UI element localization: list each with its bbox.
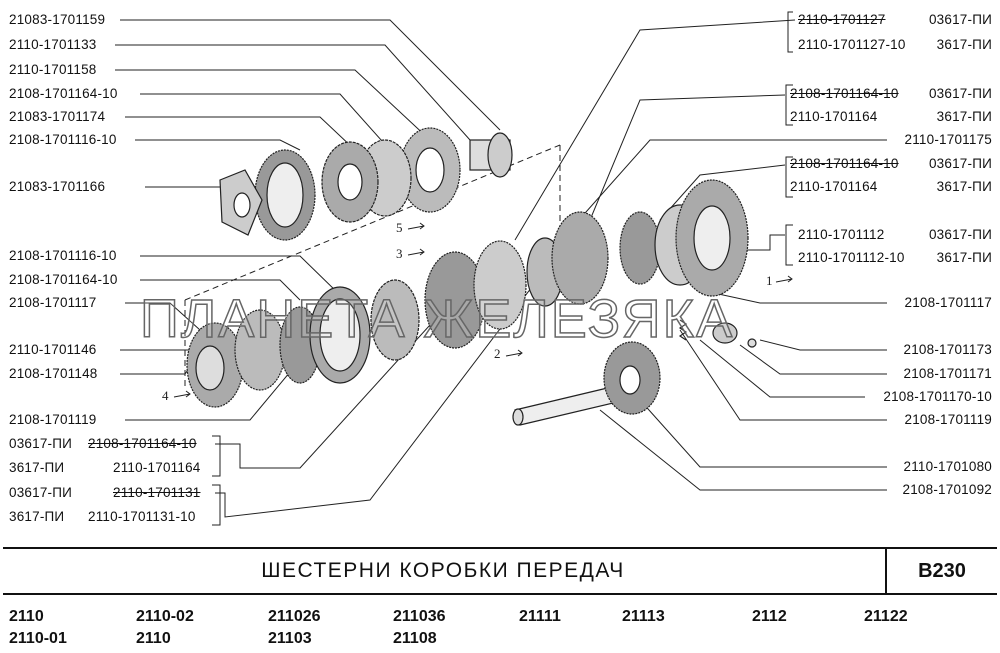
right-pair-5-part: 2108-1701164-10: [790, 156, 899, 171]
label-left-3: 2110-1701158: [9, 62, 97, 77]
label-left-12: 2108-1701148: [9, 366, 98, 381]
label-right-1: 2110-1701175: [904, 132, 992, 147]
left-pair-4-part: 2110-1701131-10: [88, 509, 196, 524]
label-left-9: 2108-1701164-10: [9, 272, 118, 287]
right-pair-8-suffix: 3617-ПИ: [936, 250, 992, 265]
right-pair-7-part: 2110-1701112: [798, 227, 885, 242]
label-right-5: 2108-1701170-10: [883, 389, 992, 404]
label-left-2: 2110-1701133: [9, 37, 97, 52]
gear-marker-3: 3: [396, 246, 403, 261]
label-left-10: 2108-1701117: [9, 295, 97, 310]
right-pair-3-part: 2108-1701164-10: [790, 86, 899, 101]
diagram-code: B230: [918, 560, 966, 582]
left-pair-2-part: 2110-1701164: [113, 460, 201, 475]
label-left-6: 2108-1701116-10: [9, 132, 117, 147]
model-r1-5: 21111: [519, 608, 561, 625]
right-pair-8-part: 2110-1701112-10: [798, 250, 905, 265]
model-r2-1: 2110-01: [9, 630, 67, 647]
gear-marker-2: 2: [494, 346, 501, 361]
label-left-7: 21083-1701166: [9, 179, 106, 194]
page-title: ШЕСТЕРНИ КОРОБКИ ПЕРЕДАЧ: [261, 559, 625, 582]
right-pair-5-suffix: 03617-ПИ: [928, 156, 992, 171]
title-bar: ШЕСТЕРНИ КОРОБКИ ПЕРЕДАЧ B230: [3, 547, 997, 595]
label-right-3: 2108-1701173: [903, 342, 992, 357]
applicable-models: 2110 2110-02 211026 211036 21111 21113 2…: [0, 600, 1000, 653]
model-r2-2: 2110: [136, 630, 171, 647]
watermark: ПЛАНЕТА ЖЕЛЕЗЯКА: [139, 288, 735, 350]
model-r1-6: 21113: [622, 608, 665, 625]
left-pair-4-suffix: 3617-ПИ: [9, 509, 65, 524]
model-r2-3: 21103: [268, 630, 312, 647]
label-right-6: 2108-1701119: [904, 412, 992, 427]
right-pair-6-part: 2110-1701164: [790, 179, 878, 194]
model-r1-8: 21122: [864, 608, 908, 625]
right-pair-4-part: 2110-1701164: [790, 109, 878, 124]
label-left-13: 2108-1701119: [9, 412, 97, 427]
title-divider: [885, 549, 887, 593]
gearbox-exploded-drawing: 5 3 2 4 1: [115, 11, 887, 526]
left-pair-3-suffix: 03617-ПИ: [9, 485, 73, 500]
right-pair-6-suffix: 3617-ПИ: [936, 179, 992, 194]
right-pair-1-suffix: 03617-ПИ: [928, 12, 992, 27]
model-r1-2: 2110-02: [136, 608, 194, 625]
left-pair-2-suffix: 3617-ПИ: [9, 460, 65, 475]
label-left-11: 2110-1701146: [9, 342, 97, 357]
parts-diagram: 5 3 2 4 1 21083-1701159 2110-1701133 211…: [9, 11, 992, 526]
right-pair-2-suffix: 3617-ПИ: [936, 37, 992, 52]
model-r1-4: 211036: [393, 608, 446, 625]
label-left-8: 2108-1701116-10: [9, 248, 117, 263]
label-right-4: 2108-1701171: [903, 366, 992, 381]
gear-marker-5: 5: [396, 220, 403, 235]
label-left-1: 21083-1701159: [9, 12, 106, 27]
label-right-7: 2110-1701080: [903, 459, 992, 474]
model-r2-4: 21108: [393, 630, 437, 647]
left-pair-3-part: 2110-1701131: [113, 485, 201, 500]
model-r1-3: 211026: [268, 608, 321, 625]
right-pair-1-part: 2110-1701127: [798, 12, 886, 27]
right-pair-3-suffix: 03617-ПИ: [928, 86, 992, 101]
model-r1-7: 2112: [752, 608, 787, 625]
right-pair-2-part: 2110-1701127-10: [798, 37, 906, 52]
right-pair-7-suffix: 03617-ПИ: [928, 227, 992, 242]
label-right-2: 2108-1701117: [904, 295, 992, 310]
gear-marker-1: 1: [766, 273, 773, 288]
gear-marker-4: 4: [162, 388, 169, 403]
label-right-8: 2108-1701092: [902, 482, 992, 497]
left-pair-1-part: 2108-1701164-10: [88, 436, 197, 451]
label-left-4: 2108-1701164-10: [9, 86, 118, 101]
label-left-5: 21083-1701174: [9, 109, 106, 124]
left-pair-1-suffix: 03617-ПИ: [9, 436, 73, 451]
model-r1-1: 2110: [9, 608, 44, 625]
right-pair-4-suffix: 3617-ПИ: [936, 109, 992, 124]
